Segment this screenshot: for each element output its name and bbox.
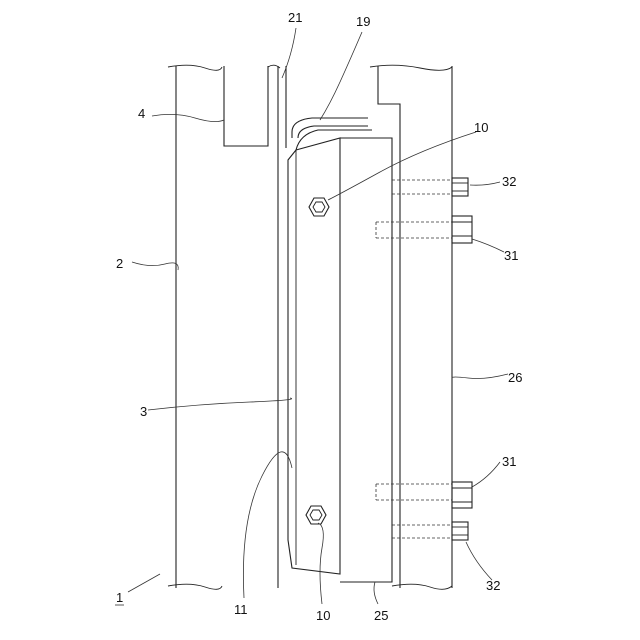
component-19 xyxy=(292,118,372,150)
label-10-bottom: 10 xyxy=(316,608,330,623)
label-10-top: 10 xyxy=(474,120,488,135)
label-11: 11 xyxy=(234,602,248,617)
label-19: 19 xyxy=(356,14,370,29)
label-31-bottom: 31 xyxy=(502,454,516,469)
leader-lines xyxy=(128,28,508,604)
fastener-32-top xyxy=(392,178,468,196)
label-25: 25 xyxy=(374,608,388,623)
label-21: 21 xyxy=(288,10,302,25)
label-32-top: 32 xyxy=(502,174,516,189)
label-4: 4 xyxy=(138,106,145,121)
member-4 xyxy=(224,65,280,588)
label-1: 1 xyxy=(116,590,123,605)
fastener-31-top xyxy=(376,216,472,243)
bolt-10-top xyxy=(309,198,329,216)
fastener-32-bottom xyxy=(392,522,468,540)
label-2: 2 xyxy=(116,256,123,271)
plate-25 xyxy=(340,138,392,582)
label-32-bottom: 32 xyxy=(486,578,500,593)
member-2 xyxy=(168,65,222,589)
frame-right xyxy=(370,65,452,589)
label-31-top: 31 xyxy=(504,248,518,263)
label-3: 3 xyxy=(140,404,147,419)
fastener-31-bottom xyxy=(376,482,472,508)
bolt-10-bottom xyxy=(306,506,326,524)
label-26: 26 xyxy=(508,370,522,385)
plate-3 xyxy=(288,138,340,574)
